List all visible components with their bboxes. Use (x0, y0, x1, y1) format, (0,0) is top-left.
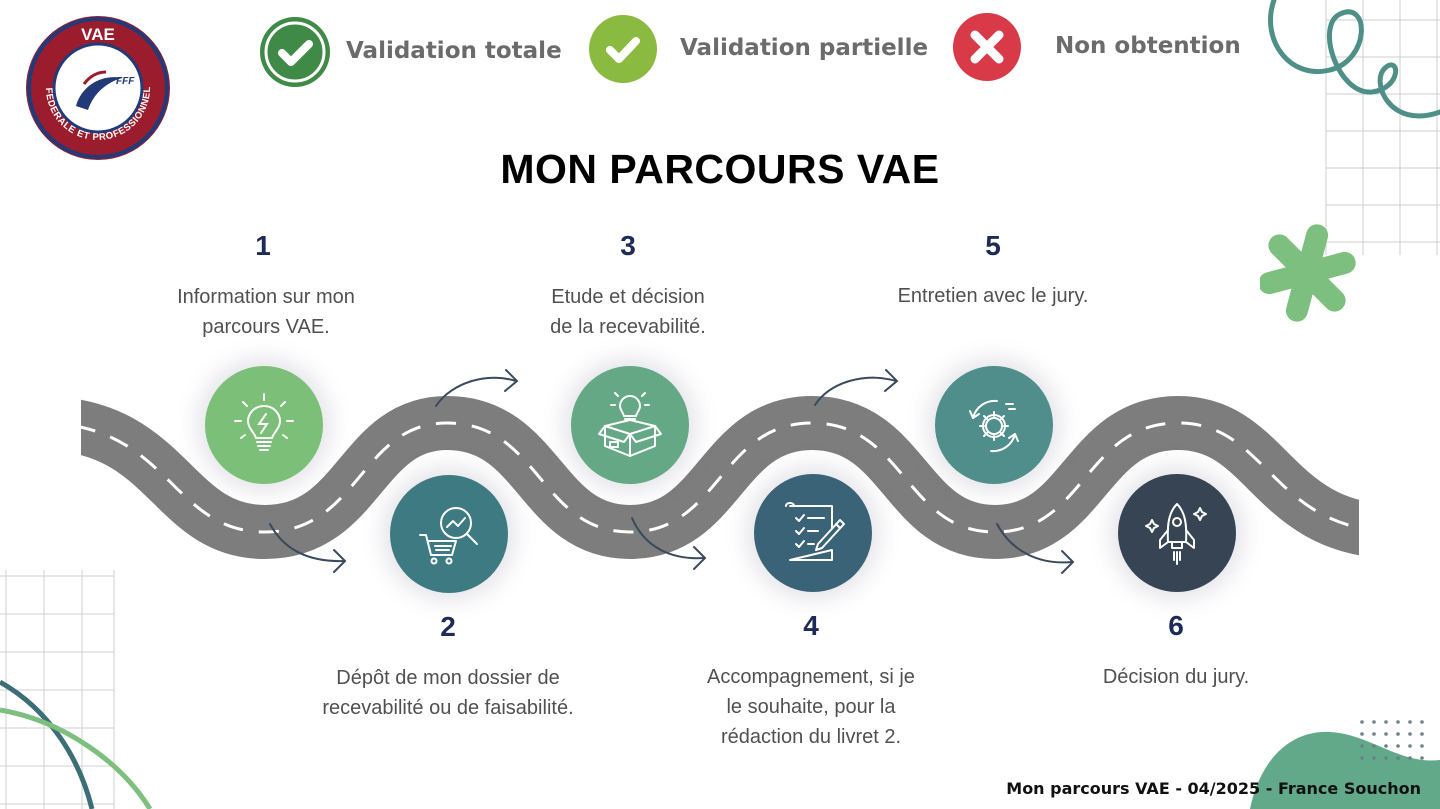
vae-logo: VAE FEDERALE ET PROFESSIONNELLE FFF (21, 6, 172, 162)
legend-item-validation-partielle: Validation partielle (589, 15, 929, 83)
footer-credit: Mon parcours VAE - 04/2025 - France Souc… (1006, 779, 1421, 798)
step-1-number: 1 (255, 230, 271, 261)
gear-cycle-icon (969, 399, 1019, 453)
step-1-circle (205, 366, 323, 484)
check-icon (260, 17, 330, 87)
check-icon (589, 15, 657, 83)
step-4-circle (754, 474, 872, 592)
rocket-icon (1145, 503, 1207, 565)
legend-item-non-obtention: Non obtention (953, 13, 1253, 81)
decor-top-right (1260, 0, 1440, 322)
rooster-icon (76, 77, 122, 110)
checklist-pen-icon (785, 502, 845, 561)
legend-label: Validation partielle (680, 35, 929, 61)
lightbulb-icon (234, 393, 294, 451)
step-4-number: 4 (803, 610, 819, 641)
decor-bottom-left (0, 570, 153, 809)
logo-badge-text: FFF (116, 76, 135, 87)
step-3-circle (571, 366, 689, 484)
idea-box-icon (598, 392, 662, 457)
step-5-circle (935, 366, 1053, 484)
page-title: MON PARCOURS VAE (500, 146, 940, 192)
step-6-circle (1118, 474, 1236, 592)
step-3-number: 3 (620, 230, 636, 261)
asterisk-decoration (1260, 224, 1356, 322)
step-5-description: Entretien avec le jury. (897, 285, 1089, 307)
legend-label: Validation totale (346, 38, 562, 64)
shopping-cart-search-icon (419, 507, 478, 565)
step-2-number: 2 (440, 611, 456, 642)
step-2-circle (390, 475, 508, 593)
step-5-number: 5 (985, 230, 1001, 261)
step-6-number: 6 (1168, 610, 1184, 641)
logo-top-text: VAE (81, 25, 115, 44)
curved-arrows (269, 369, 1075, 574)
close-icon (953, 13, 1021, 81)
step-6-description: Décision du jury. (1102, 666, 1250, 688)
legend-label: Non obtention (1055, 33, 1241, 59)
decor-bottom-right (1250, 720, 1440, 809)
legend-item-validation-totale: Validation totale (259, 16, 562, 88)
